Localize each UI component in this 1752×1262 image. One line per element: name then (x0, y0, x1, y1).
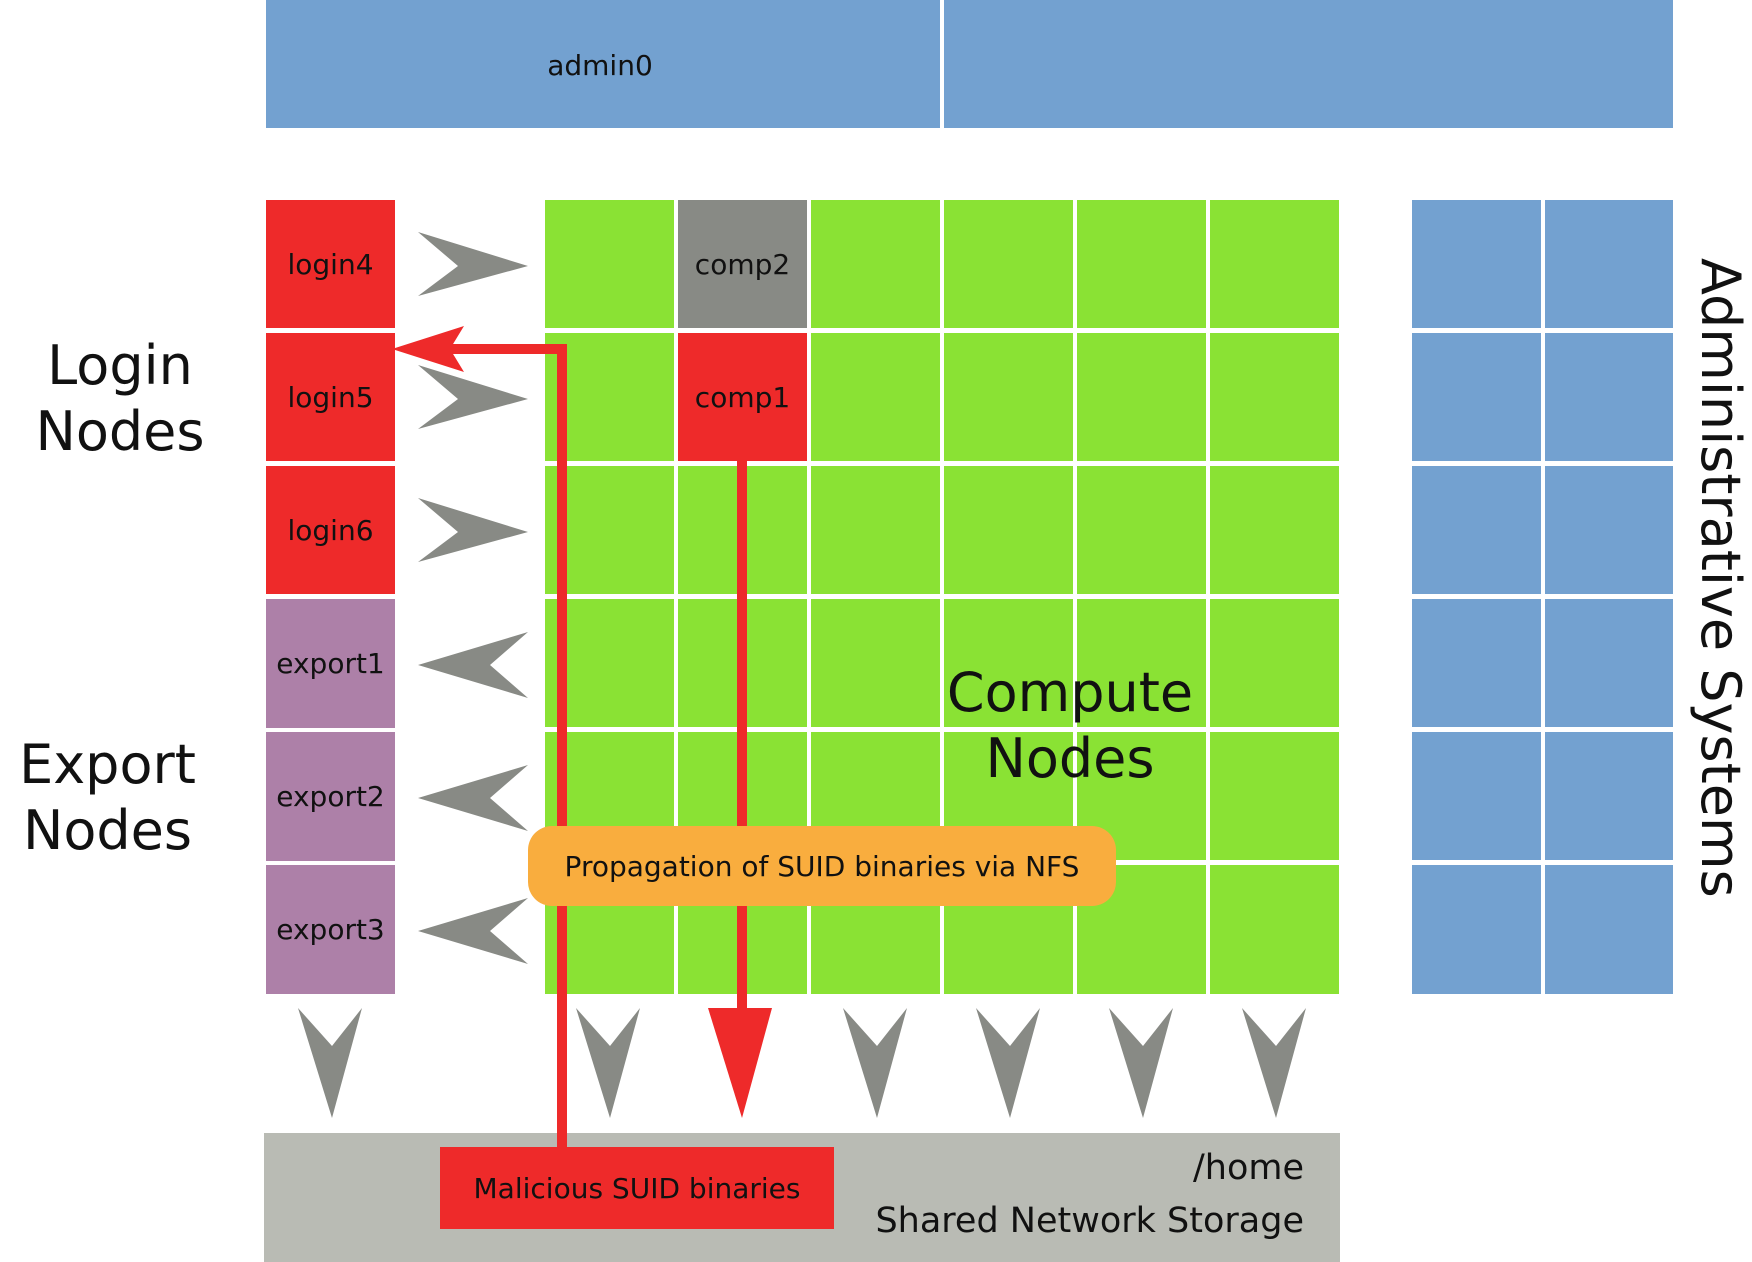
compute-node-cell (545, 200, 674, 328)
admin0-label: admin0 (547, 48, 653, 82)
arrow-down-col3 (843, 1008, 907, 1118)
login-node-6: login6 (266, 466, 395, 594)
compute-node-cell (1077, 200, 1206, 328)
arrow-right-login4 (418, 232, 528, 296)
compute-node-cell (1077, 466, 1206, 594)
admin-system-cell (1412, 599, 1541, 727)
compute-node-cell (1077, 333, 1206, 461)
login-nodes-heading: Login Nodes (35, 334, 205, 463)
admin-system-cell (1545, 200, 1673, 328)
admin-system-cell (1412, 200, 1541, 328)
admin-system-cell (1412, 732, 1541, 860)
arrow-down-col6 (1242, 1008, 1306, 1118)
compute-node-cell (1210, 599, 1339, 727)
compute-node-cell (1210, 865, 1339, 994)
export-node-3: export3 (266, 865, 395, 994)
storage-path: /home (1192, 1148, 1304, 1188)
compute-node-cell (811, 599, 940, 727)
login-node-5: login5 (266, 333, 395, 461)
attack-arrowhead-down (708, 1008, 772, 1118)
arrow-left-export3 (418, 898, 528, 964)
admin-system-cell (1412, 466, 1541, 594)
compute-node-cell (1210, 466, 1339, 594)
attack-arrowhead-left (392, 326, 464, 372)
compute-node-comp2: comp2 (678, 200, 807, 328)
malicious-suid-box: Malicious SUID binaries (440, 1147, 834, 1229)
export-node-1: export1 (266, 599, 395, 728)
admin-system-cell (1545, 599, 1673, 727)
arrow-down-col1 (576, 1008, 640, 1118)
admin-system-cell (1545, 333, 1673, 461)
storage-title: Shared Network Storage (875, 1201, 1304, 1241)
compute-node-cell (944, 333, 1073, 461)
arrow-right-login6 (418, 498, 528, 562)
compute-node-cell (944, 200, 1073, 328)
compute-node-cell (1210, 200, 1339, 328)
compute-node-cell (811, 466, 940, 594)
arrow-left-export1 (418, 632, 528, 698)
compute-node-cell (944, 599, 1073, 727)
admin-system-cell (1545, 865, 1673, 994)
compute-node-cell (1077, 599, 1206, 727)
compute-node-cell (1210, 333, 1339, 461)
arrow-down-col4 (976, 1008, 1040, 1118)
arrow-right-login5 (418, 365, 528, 429)
compute-node-comp1: comp1 (678, 333, 807, 461)
arrow-down-col5 (1109, 1008, 1173, 1118)
admin-system-cell (1545, 466, 1673, 594)
compute-node-cell (1210, 732, 1339, 860)
compute-node-cell (944, 466, 1073, 594)
arrow-left-export2 (418, 765, 528, 831)
compute-node-cell (811, 200, 940, 328)
admin-bar-left (266, 0, 940, 128)
propagation-label: Propagation of SUID binaries via NFS (528, 826, 1116, 906)
export-node-2: export2 (266, 732, 395, 861)
attack-line-storage-up (440, 344, 567, 1147)
login-node-4: login4 (266, 200, 395, 328)
admin-bar-right (944, 0, 1673, 128)
admin-system-cell (1412, 865, 1541, 994)
export-nodes-heading: Export Nodes (19, 733, 196, 862)
compute-nodes-heading: Compute Nodes (946, 661, 1194, 790)
admin-system-cell (1412, 333, 1541, 461)
compute-node-cell (811, 333, 940, 461)
admin-system-cell (1545, 732, 1673, 860)
arrow-down-export (298, 1008, 362, 1118)
